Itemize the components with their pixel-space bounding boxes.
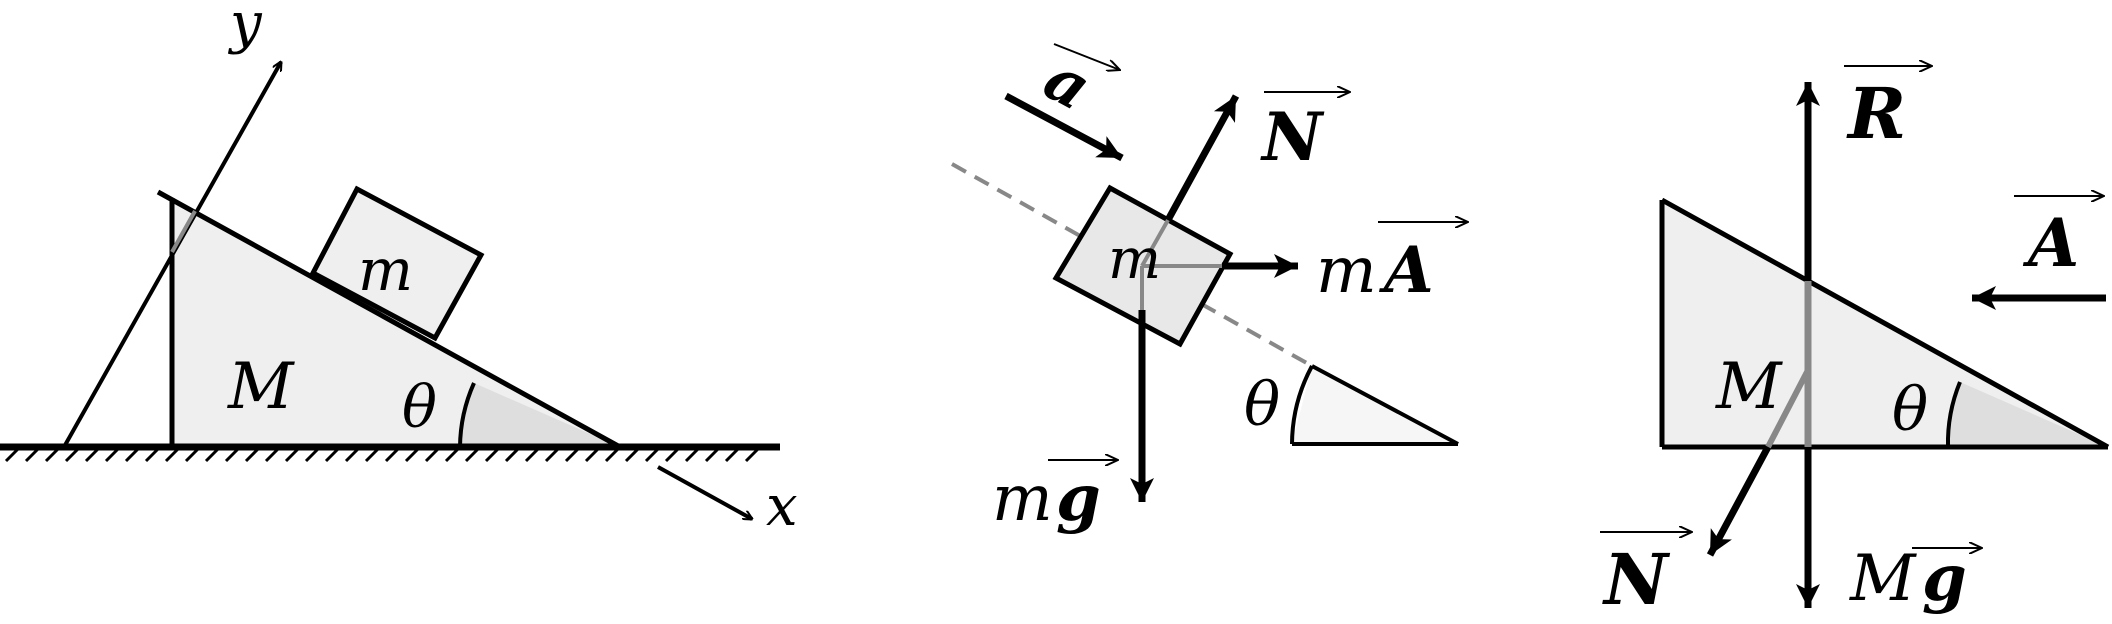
angle-theta-label-3: θ [1892,375,1928,445]
block-m [309,185,485,342]
accel-A-label: A [2022,204,2079,282]
panel-2-block-forces: a N m m A θ m g [951,41,1468,536]
wedge-M-label: M [227,350,295,424]
y-axis-label: y [227,0,263,56]
normal-N-arrow [1164,94,1240,222]
panel-1-setup: y x m M θ [0,0,798,539]
x-axis [657,465,752,521]
weight-g-M-label: g [1922,541,1967,616]
block-m-free-label: m [1108,227,1161,292]
weight-mass-M-label: M [1849,542,1917,616]
pseudo-mass-label: m [1316,234,1377,308]
angle-wedge-small [1292,366,1458,444]
y-axis [62,62,283,448]
normal-N-reaction-label: N [1602,538,1671,621]
weight-mass-label: m [992,462,1053,536]
angle-theta-label-2: θ [1244,370,1280,440]
panel-3-wedge-forces: R A M θ N M g [1600,66,2110,621]
accel-a-arrow [1004,92,1124,162]
block-m-label: m [358,236,413,304]
pseudo-A-label: A [1379,233,1434,308]
angle-theta-label: θ [402,373,437,441]
weight-g-label: g [1056,461,1101,536]
incline-dashed [951,162,1313,368]
reaction-R-label: R [1846,72,1906,155]
x-axis-label: x [766,474,798,539]
normal-N-label: N [1260,98,1325,176]
angle-shade [460,383,620,447]
normal-N-reaction-arrow [1706,445,1772,557]
wedge-M-free-label: M [1715,350,1783,424]
